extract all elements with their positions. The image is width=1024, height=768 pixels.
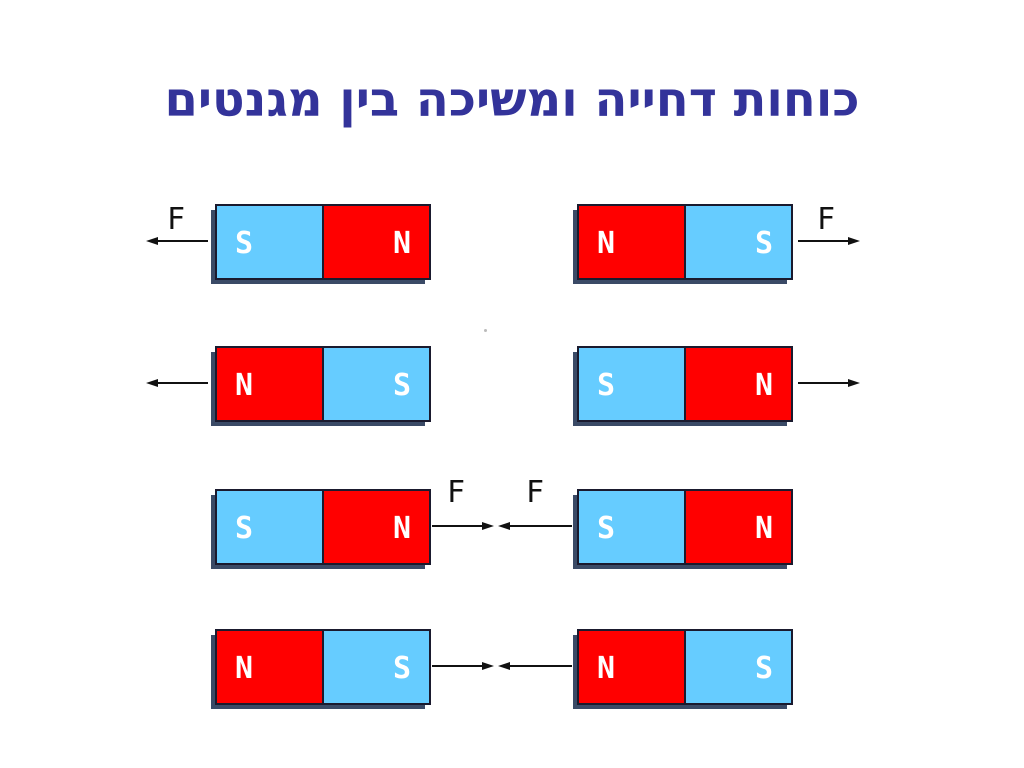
stray-dot xyxy=(484,329,487,332)
pole-label-s: S xyxy=(235,226,253,261)
magnet-0-0-pole-n xyxy=(322,204,431,280)
magnet-3-0-pole-s xyxy=(322,629,431,705)
pole-label-n: N xyxy=(393,511,411,546)
pole-label-s: S xyxy=(755,651,773,686)
pole-label-n: N xyxy=(755,368,773,403)
pole-label-s: S xyxy=(755,226,773,261)
force-arrow-inner-right-2-head xyxy=(498,522,510,530)
force-arrow-inner-left-3-head xyxy=(482,662,494,670)
magnet-3-1-pole-n xyxy=(577,629,686,705)
magnet-0-1-pole-s xyxy=(684,204,793,280)
pole-label-n: N xyxy=(597,226,615,261)
force-label-inner-right: F xyxy=(526,475,544,510)
force-arrow-right-1-head xyxy=(848,379,860,387)
pole-label-s: S xyxy=(393,368,411,403)
magnet-1-1-pole-s xyxy=(577,346,686,422)
magnet-3-1-pole-s xyxy=(684,629,793,705)
magnet-1-1-pole-n xyxy=(684,346,793,422)
force-arrow-left-0-head xyxy=(146,237,158,245)
magnet-0-0-pole-s xyxy=(215,204,324,280)
pole-label-n: N xyxy=(755,511,773,546)
magnet-2-0-pole-n xyxy=(322,489,431,565)
pole-label-s: S xyxy=(597,368,615,403)
pole-label-s: S xyxy=(235,511,253,546)
magnet-3-0-pole-n xyxy=(215,629,324,705)
page-title: כוחות דחייה ומשיכה בין מגנטים xyxy=(164,72,860,128)
force-label-right: F xyxy=(817,202,835,237)
force-arrow-left-1-head xyxy=(146,379,158,387)
pole-label-s: S xyxy=(597,511,615,546)
magnet-1-0-pole-s xyxy=(322,346,431,422)
magnet-1-0-pole-n xyxy=(215,346,324,422)
pole-label-n: N xyxy=(597,651,615,686)
pole-label-n: N xyxy=(393,226,411,261)
magnet-2-0-pole-s xyxy=(215,489,324,565)
pole-label-n: N xyxy=(235,368,253,403)
pole-label-n: N xyxy=(235,651,253,686)
magnet-2-1-pole-n xyxy=(684,489,793,565)
force-arrow-inner-right-3-head xyxy=(498,662,510,670)
pole-label-s: S xyxy=(393,651,411,686)
force-label-inner-left: F xyxy=(447,475,465,510)
magnet-0-1-pole-n xyxy=(577,204,686,280)
force-arrow-inner-left-2-head xyxy=(482,522,494,530)
force-arrow-right-0-head xyxy=(848,237,860,245)
magnet-2-1-pole-s xyxy=(577,489,686,565)
force-label-left: F xyxy=(167,202,185,237)
